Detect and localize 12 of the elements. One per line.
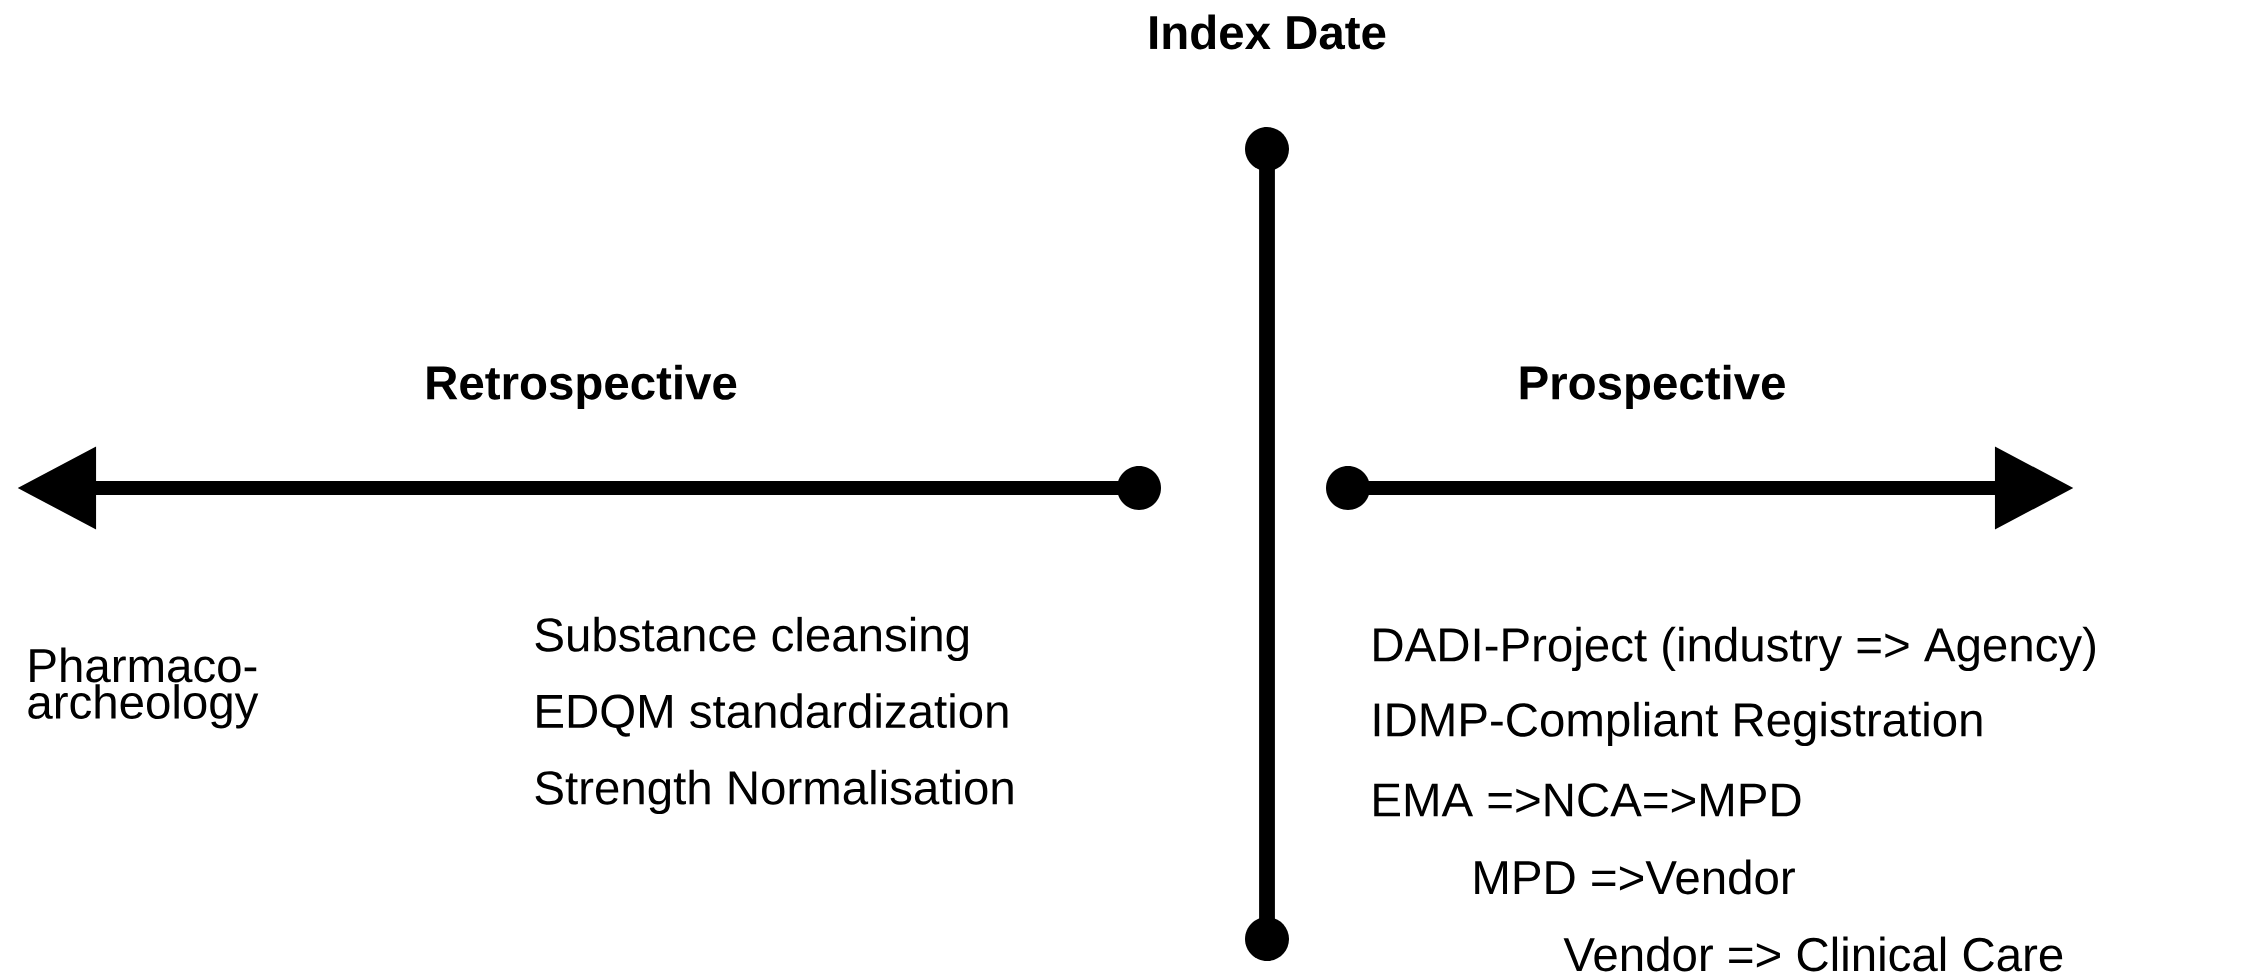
label-text: EMA =>NCA=>MPD [1374, 783, 1801, 817]
heading: Index Date [1150, 14, 1386, 50]
label-text: Pharmaco- archeology [28, 647, 259, 729]
label-text: IDMP-Compliant Registration [1374, 701, 1982, 747]
label-text: Vendor => Clinical Care [1563, 936, 2063, 972]
label-text: DADI-Project (industry => Agency) [1374, 626, 2095, 672]
label-text: EDQM standardization [537, 693, 1008, 737]
heading: Prospective [1520, 364, 1785, 410]
label-text: MPD =>Vendor [1475, 859, 1795, 895]
heading: Retrospective [427, 364, 737, 410]
label-text: Substance cleansing [535, 616, 968, 662]
label-text: Strength Normalisation [535, 769, 1013, 815]
